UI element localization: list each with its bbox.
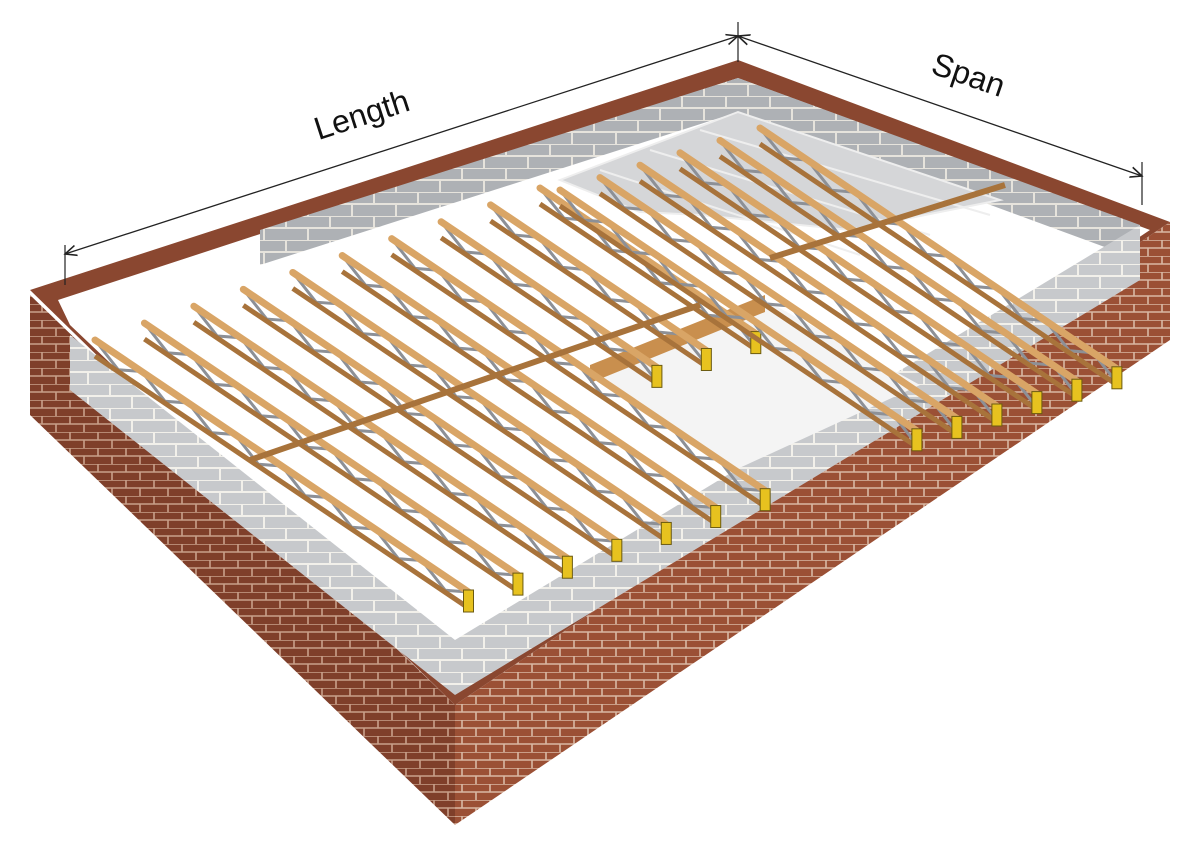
joist-top-chord [716, 136, 1081, 385]
joist-hanger [911, 428, 923, 452]
joist-hanger [561, 555, 573, 579]
joist-hanger [1031, 391, 1043, 415]
joist-bottom-chord [439, 235, 659, 386]
joist-bottom-chord [291, 286, 668, 543]
joist-hanger [660, 521, 672, 545]
joist-hanger [700, 347, 712, 371]
joist-top-chord [338, 252, 720, 512]
joist [716, 136, 1083, 402]
span-dimension-line [738, 36, 1142, 176]
joist [239, 285, 623, 562]
joist [91, 336, 474, 613]
joist-top-chord [289, 268, 670, 528]
joist-hanger [611, 538, 623, 562]
brick-wall-front-face [455, 222, 1170, 825]
joist-bottom-chord [390, 252, 767, 509]
joist-hanger [1071, 378, 1083, 402]
joist-hanger [512, 572, 524, 596]
strongback-brace [769, 182, 1006, 261]
joist-hanger [991, 403, 1003, 427]
joist [289, 268, 672, 545]
joist-bottom-chord [340, 269, 718, 526]
joist-top-chord [239, 285, 621, 545]
block-wall-left-inner [70, 335, 455, 695]
joist-bottom-chord [143, 337, 520, 594]
joist-top-chord [140, 319, 522, 579]
joist-bottom-chord [241, 303, 619, 560]
joist-bottom-chord [192, 320, 569, 577]
joist-bottom-chord [93, 353, 470, 611]
joist [190, 302, 573, 579]
joist-top-chord [388, 235, 769, 495]
span-label: Span [927, 45, 1009, 103]
block-wall-front-inner [455, 225, 1140, 695]
joist [388, 235, 771, 512]
strongback-brace [249, 302, 701, 463]
length-label: Length [309, 82, 413, 146]
joist-top-chord [91, 336, 472, 596]
joist-hanger [651, 364, 663, 388]
joist-hanger [463, 589, 474, 613]
joist [338, 252, 722, 529]
joist-top-chord [190, 302, 571, 562]
joist-hanger [710, 505, 722, 529]
joist-bottom-chord [758, 141, 1119, 387]
joist-bottom-chord [718, 154, 1079, 400]
joist-hanger [759, 488, 771, 512]
joist-hanger [1111, 366, 1123, 390]
joist-hanger [951, 415, 963, 439]
joist [140, 319, 524, 596]
joist-steel-web [718, 139, 1079, 397]
length-dimension-line [65, 36, 738, 254]
